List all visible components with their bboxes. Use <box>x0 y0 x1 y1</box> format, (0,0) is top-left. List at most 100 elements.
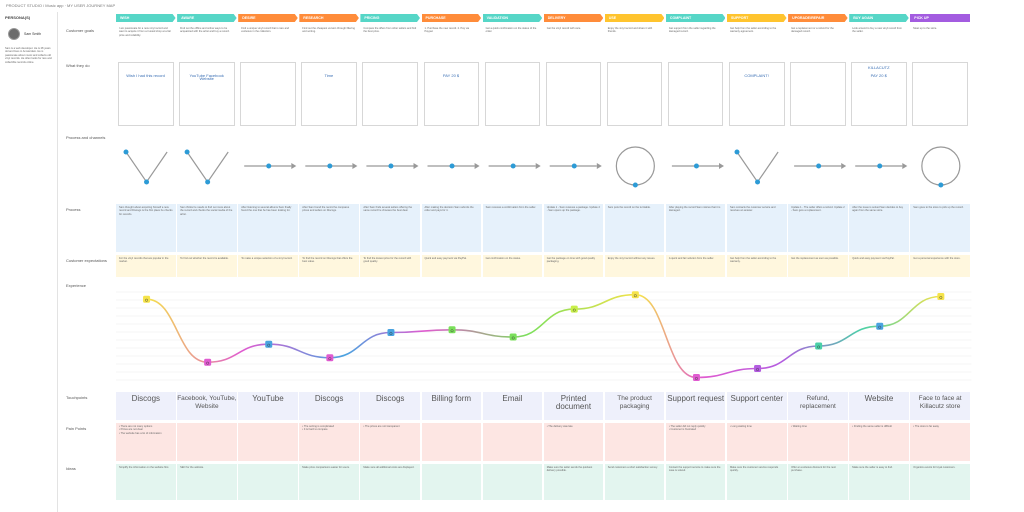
sketch-label: Time <box>324 73 334 78</box>
emotion-marker[interactable] <box>570 305 578 313</box>
expectation-note: To make a unique selection of a vinyl re… <box>238 255 298 277</box>
emotion-marker[interactable] <box>265 340 273 348</box>
touchpoint-card[interactable]: Email <box>482 392 543 420</box>
persona-description: Sam is a web developer. He is 28 years o… <box>5 47 52 64</box>
emotion-marker[interactable] <box>631 291 639 299</box>
idea-card: Make sure the customer service responds … <box>727 464 787 500</box>
pain-point-item: • The delivery was late <box>546 425 573 428</box>
emotion-face-icon <box>267 343 271 347</box>
sketch-image <box>790 62 846 126</box>
stage-header-pick-up[interactable]: PICK UP <box>910 14 970 22</box>
stage-header-desire[interactable]: DESIRE <box>238 14 298 22</box>
personas-panel: PERSONA(S) Sam Smith Sam is a web develo… <box>0 12 58 512</box>
emotion-marker[interactable] <box>754 365 762 372</box>
channel-node <box>734 149 740 155</box>
row-label-what-they-do: What they do <box>66 63 90 68</box>
stage-header-validation[interactable]: VALIDATION <box>483 14 543 22</box>
row-label-experience: Experience <box>66 283 87 288</box>
touchpoint-label: Support center <box>730 394 784 403</box>
touchpoint-card[interactable]: Discogs <box>299 392 359 420</box>
breadcrumb[interactable]: PRODUCT STUDIO / Music app · MY USER JOU… <box>6 3 116 8</box>
arrow-head <box>841 163 847 169</box>
emotion-marker[interactable] <box>937 293 945 300</box>
arrow-head <box>352 163 358 169</box>
stage-header-pricing[interactable]: PRICING <box>360 14 420 22</box>
touchpoint-card[interactable]: Support center <box>727 392 787 420</box>
emotion-marker[interactable] <box>692 374 700 381</box>
stage-header-use[interactable]: USE <box>605 14 665 22</box>
pain-points-card <box>238 423 298 461</box>
touchpoint-label: Facebook, YouTube, Website <box>177 395 237 410</box>
emotion-marker[interactable] <box>876 322 884 330</box>
idea-card: Offer an exclusive discount for the next… <box>788 464 848 500</box>
emotion-marker[interactable] <box>387 329 395 336</box>
sketch-label: COMPLAINT! <box>744 73 769 78</box>
stage-header-support[interactable]: SUPPORT <box>727 14 787 22</box>
touchpoint-card[interactable]: Face to face at Killacutz store <box>910 392 970 420</box>
emotion-face-icon <box>878 325 882 329</box>
process-note: After listening to several albums Sam fi… <box>238 204 298 252</box>
touchpoint-card[interactable]: Billing form <box>421 392 482 420</box>
channel-node <box>938 182 944 188</box>
experience-curve <box>146 293 941 379</box>
pain-point-item: • The website has a lot of information <box>119 431 162 435</box>
stage-header-complaint[interactable]: COMPLAINT <box>666 14 726 22</box>
goal-text: Find a unique vinyl record that is rare … <box>241 27 289 34</box>
touchpoint-card[interactable]: Printed document <box>543 392 604 420</box>
touchpoint-label: Discogs <box>375 394 405 403</box>
stage-header-wish[interactable]: WISH <box>116 14 176 22</box>
emotion-marker[interactable] <box>815 342 823 350</box>
expectation-note: A quick and fair solution from the selle… <box>665 255 726 277</box>
touchpoint-card[interactable]: Discogs <box>360 392 420 420</box>
stage-header-buy-again[interactable]: BUY AGAIN <box>849 14 909 22</box>
stage-header-delivery[interactable]: DELIVERY <box>544 14 604 22</box>
sketch-image <box>179 62 235 126</box>
goal-text: Get help from the seller according to th… <box>730 27 777 34</box>
goal-text: Meet up to the store. <box>913 27 938 30</box>
emotion-marker[interactable] <box>448 326 456 334</box>
touchpoint-card[interactable]: Website <box>849 392 909 420</box>
pain-point-item: • Customer is frustrated <box>668 428 697 432</box>
pain-points-card: • The seller did not reply quickly• Cust… <box>665 423 726 461</box>
touchpoint-label: Face to face at Killacutz store <box>918 395 962 410</box>
touchpoint-card[interactable]: YouTube <box>238 392 298 420</box>
sketch-image <box>912 62 968 126</box>
touchpoint-card[interactable]: Support request <box>665 392 726 420</box>
touchpoint-card[interactable]: Discogs <box>116 392 176 420</box>
emotion-marker[interactable] <box>143 295 151 303</box>
emotion-marker[interactable] <box>326 354 334 362</box>
persona-name: Sam Smith <box>24 32 42 36</box>
stage-header-purchase[interactable]: PURCHASE <box>422 14 482 22</box>
touchpoint-card[interactable]: The product packaging <box>604 392 665 420</box>
emotion-marker[interactable] <box>509 333 517 341</box>
goal-text: Get the vinyl record with care. <box>546 27 581 30</box>
expectation-note: Get the package on time with good qualit… <box>543 255 604 277</box>
touchpoint-card[interactable]: Facebook, YouTube, Website <box>177 392 237 420</box>
pain-point-item: • Waiting time <box>791 425 807 428</box>
channel-node <box>144 179 150 185</box>
stage-header-upgrade-repair[interactable]: UPGRADE/REPAIR <box>788 14 848 22</box>
touchpoint-card[interactable]: Refund, replacement <box>788 392 848 420</box>
goal-text: 1. Purchase the new record. 2. Pay via P… <box>424 27 470 34</box>
expectation-note: Quick and easy payment via PayPal. <box>421 255 482 277</box>
sketch-image <box>729 62 785 126</box>
stage-header-aware[interactable]: AWARE <box>177 14 237 22</box>
idea-card: Simplify the information on the website … <box>116 464 176 500</box>
avatar[interactable] <box>8 28 20 40</box>
arrow-head <box>291 163 297 169</box>
row-label-process: Process and channels <box>66 135 106 140</box>
arrow-head <box>719 163 724 169</box>
touchpoint-label: The product packaging <box>617 395 652 410</box>
expectation-note: Quick and easy payment via PayPal. <box>849 255 909 277</box>
arrow-head <box>596 163 602 169</box>
expectation-note: To find the lowest price for the record … <box>360 255 420 277</box>
sketch-image <box>851 62 907 126</box>
channel-node <box>327 163 333 169</box>
emotion-marker[interactable] <box>204 358 212 366</box>
touchpoint-label: Printed document <box>555 394 592 411</box>
emotion-face-icon <box>511 336 515 340</box>
goal-text: Enjoy the vinyl record and share it with… <box>607 27 653 34</box>
expectation-note: Get a personal experience with the store… <box>910 255 970 277</box>
stage-header-research[interactable]: RESEARCH <box>299 14 359 22</box>
